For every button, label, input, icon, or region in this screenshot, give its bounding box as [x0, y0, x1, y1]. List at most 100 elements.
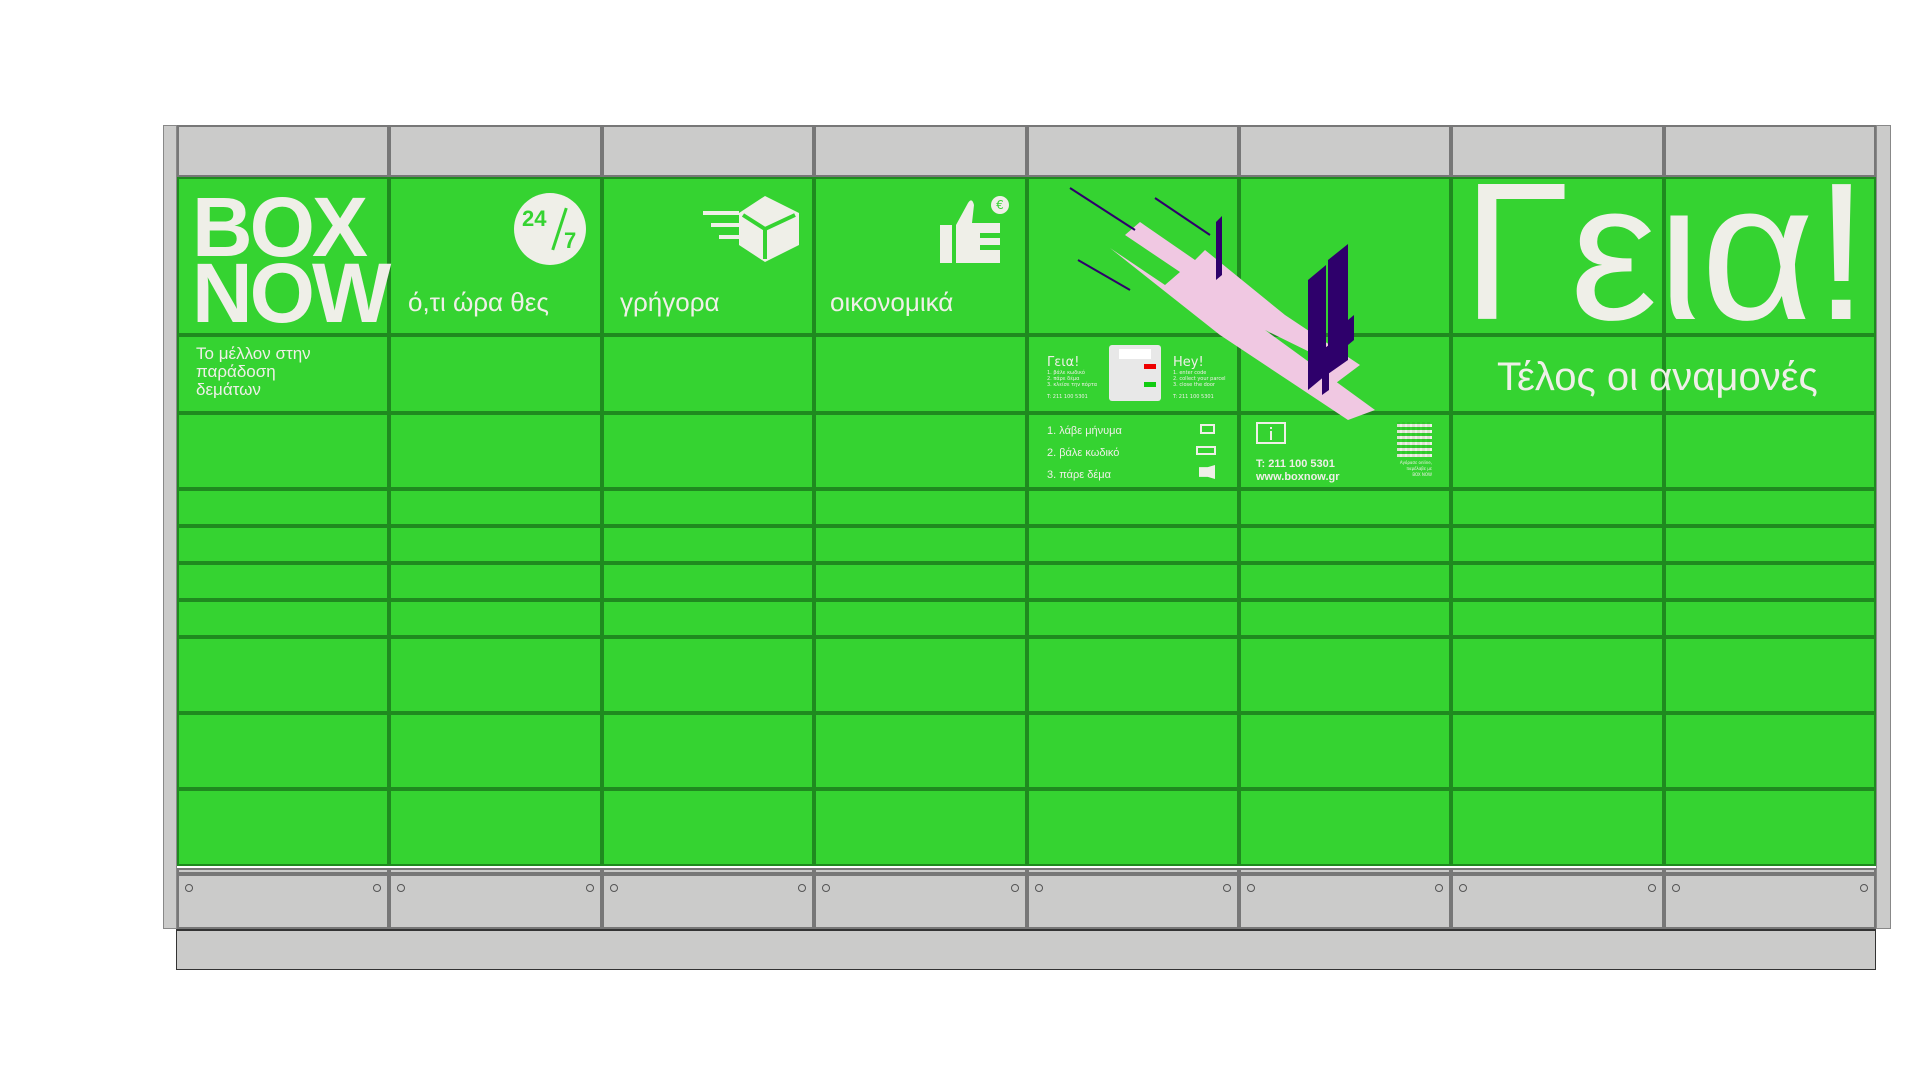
- locker-door[interactable]: [389, 789, 602, 866]
- screw-icon: [585, 884, 594, 892]
- screw-icon: [1247, 884, 1255, 892]
- locker-door[interactable]: [814, 335, 1027, 413]
- locker-door[interactable]: [389, 637, 602, 713]
- bottom-rail: [1239, 868, 1452, 874]
- locker-door[interactable]: [814, 526, 1027, 563]
- tagline-line: Το μέλλον στην: [196, 344, 311, 363]
- top-panel: [1663, 125, 1877, 177]
- screw-icon: [1671, 884, 1680, 892]
- qr-code-icon[interactable]: [1397, 422, 1432, 457]
- locker-door[interactable]: [1239, 637, 1452, 713]
- message-icon: [1200, 424, 1215, 434]
- instructions-english: Hey! 1. enter code 2. collect your parce…: [1173, 355, 1237, 400]
- locker-door[interactable]: [1451, 637, 1664, 713]
- locker-door[interactable]: [177, 177, 390, 335]
- locker-door[interactable]: [1451, 789, 1664, 866]
- locker-side-post-right: [1876, 125, 1891, 929]
- locker-door[interactable]: [1663, 177, 1877, 335]
- step-collect-parcel: 3. πάρε δέμα: [1047, 469, 1111, 481]
- locker-door[interactable]: [1663, 335, 1877, 413]
- locker-door[interactable]: [814, 713, 1027, 789]
- locker-door[interactable]: [389, 413, 602, 489]
- screw-icon: [185, 884, 193, 892]
- feature-label-fast: γρήγορα: [620, 287, 720, 317]
- locker-door[interactable]: [177, 413, 390, 489]
- locker-door[interactable]: [1663, 489, 1877, 526]
- locker-door[interactable]: [1026, 489, 1239, 526]
- locker-door[interactable]: [177, 563, 390, 600]
- feature-label-affordable: οικονομικά: [830, 287, 954, 317]
- locker-door[interactable]: [601, 335, 815, 413]
- locker-door[interactable]: [1451, 177, 1664, 335]
- locker-door[interactable]: [177, 526, 390, 563]
- locker-door[interactable]: [814, 563, 1027, 600]
- locker-door[interactable]: [601, 489, 815, 526]
- locker-door[interactable]: [601, 789, 815, 866]
- locker-door[interactable]: [814, 413, 1027, 489]
- locker-door[interactable]: [814, 789, 1027, 866]
- locker-door[interactable]: [177, 335, 390, 413]
- locker-door[interactable]: [177, 789, 390, 866]
- locker-door[interactable]: [1026, 563, 1239, 600]
- locker-door[interactable]: [1663, 637, 1877, 713]
- bottom-rail: [1026, 868, 1239, 874]
- locker-door[interactable]: [1451, 526, 1664, 563]
- locker-door[interactable]: [1239, 600, 1452, 637]
- locker-door[interactable]: [1026, 526, 1239, 563]
- locker-door[interactable]: [1451, 713, 1664, 789]
- locker-door[interactable]: [601, 713, 815, 789]
- locker-door[interactable]: [1239, 563, 1452, 600]
- locker-door[interactable]: [1663, 563, 1877, 600]
- locker-door[interactable]: [1239, 526, 1452, 563]
- locker-door[interactable]: [177, 600, 390, 637]
- locker-door[interactable]: [601, 413, 815, 489]
- locker-door[interactable]: [601, 563, 815, 600]
- top-panel: [177, 125, 390, 177]
- step-receive-message: 1. λάβε μήνυμα: [1047, 425, 1122, 437]
- bottom-rail: [1451, 868, 1664, 874]
- locker-door[interactable]: [1026, 713, 1239, 789]
- locker-door[interactable]: [1451, 563, 1664, 600]
- instructions-english-steps: 1. enter code 2. collect your parcel 3. …: [1173, 370, 1237, 400]
- step: 3. close the door: [1173, 382, 1215, 388]
- locker-door[interactable]: [1026, 600, 1239, 637]
- locker-door[interactable]: [177, 713, 390, 789]
- locker-door[interactable]: [601, 600, 815, 637]
- locker-door[interactable]: [1451, 600, 1664, 637]
- locker-door[interactable]: [1663, 413, 1877, 489]
- locker-door[interactable]: [1663, 600, 1877, 637]
- locker-door[interactable]: [1026, 789, 1239, 866]
- locker-door[interactable]: [1663, 526, 1877, 563]
- locker-door[interactable]: [1239, 713, 1452, 789]
- locker-door[interactable]: [601, 526, 815, 563]
- locker-door[interactable]: [814, 637, 1027, 713]
- locker-door[interactable]: [389, 600, 602, 637]
- locker-door[interactable]: [1239, 489, 1452, 526]
- locker-door[interactable]: [177, 489, 390, 526]
- locker-door[interactable]: [1026, 637, 1239, 713]
- website-link[interactable]: www.boxnow.gr: [1256, 471, 1340, 483]
- locker-door[interactable]: [177, 637, 390, 713]
- locker-door[interactable]: [389, 713, 602, 789]
- euro-symbol: €: [996, 198, 1004, 212]
- locker-door[interactable]: [389, 563, 602, 600]
- step: 3. κλείσε την πόρτα: [1047, 382, 1098, 388]
- top-panel: [389, 125, 602, 177]
- badge-7: 7: [564, 228, 577, 253]
- locker-door[interactable]: [1663, 789, 1877, 866]
- locker-door[interactable]: [814, 489, 1027, 526]
- locker-door[interactable]: [1451, 489, 1664, 526]
- locker-door[interactable]: [1663, 713, 1877, 789]
- bottom-panel: [389, 874, 602, 929]
- locker-door[interactable]: [1451, 335, 1664, 413]
- locker-door[interactable]: [814, 600, 1027, 637]
- locker-door[interactable]: [1451, 413, 1664, 489]
- door-icon: [1199, 465, 1215, 479]
- locker-door[interactable]: [1239, 789, 1452, 866]
- locker-door[interactable]: [389, 526, 602, 563]
- locker-door[interactable]: [389, 489, 602, 526]
- hero-subtitle: Τέλος οι αναμονές: [1497, 355, 1818, 399]
- locker-door[interactable]: [389, 335, 602, 413]
- step: 1. enter code: [1173, 370, 1207, 376]
- locker-door[interactable]: [601, 637, 815, 713]
